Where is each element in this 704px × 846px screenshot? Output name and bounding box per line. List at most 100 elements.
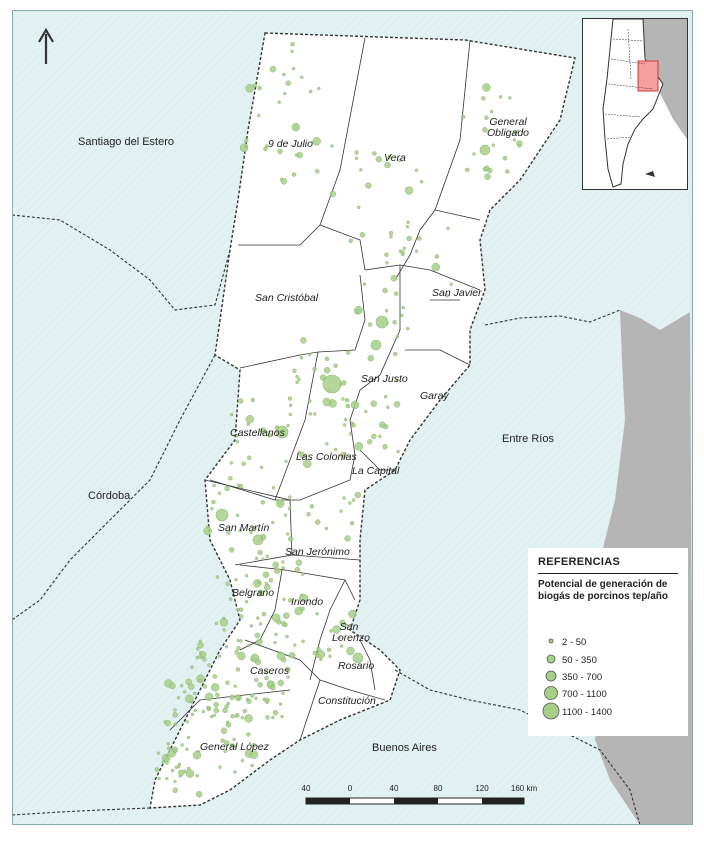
biogas-dot: [330, 144, 334, 148]
biogas-dot: [185, 694, 194, 704]
biogas-dot: [281, 565, 285, 570]
biogas-dot: [308, 89, 313, 94]
biogas-dot: [225, 581, 230, 587]
biogas-dot: [254, 696, 258, 701]
biogas-dot: [404, 186, 414, 195]
biogas-dot: [183, 690, 187, 694]
biogas-dot: [256, 616, 260, 620]
biogas-dot: [396, 449, 400, 454]
dept-vera: Vera: [384, 152, 406, 164]
biogas-dot: [247, 643, 251, 648]
dept-belgrano: Belgrano: [232, 587, 275, 599]
biogas-dot: [517, 144, 522, 148]
biogas-dot: [354, 491, 362, 499]
biogas-dot: [185, 769, 195, 778]
biogas-dot: [300, 337, 307, 344]
biogas-dot: [367, 354, 375, 362]
biogas-dot: [484, 115, 489, 120]
biogas-dot: [285, 666, 291, 673]
biogas-dot: [312, 137, 321, 146]
biogas-dot: [482, 167, 488, 172]
biogas-dot: [236, 638, 240, 643]
biogas-dot: [286, 423, 290, 428]
biogas-dot: [367, 322, 373, 327]
biogas-dot: [259, 427, 267, 434]
biogas-dot: [213, 701, 219, 708]
biogas-dot: [240, 758, 245, 763]
biogas-dot: [359, 232, 366, 238]
biogas-dot: [301, 639, 305, 644]
biogas-dot: [288, 652, 296, 659]
scale-tick-6: 160 km: [510, 784, 538, 793]
scale-tick-4: 80: [433, 784, 443, 793]
biogas-dot: [340, 452, 347, 459]
biogas-dot-large: [215, 508, 229, 522]
biogas-dot: [224, 485, 230, 492]
biogas-dot: [312, 366, 317, 372]
biogas-dot: [315, 168, 320, 174]
biogas-dot: [177, 762, 182, 767]
biogas-dot: [278, 702, 283, 706]
biogas-dot: [235, 713, 240, 718]
biogas-dot: [186, 766, 191, 771]
biogas-dot: [384, 161, 391, 169]
biogas-dot: [250, 653, 260, 663]
biogas-dot: [276, 651, 286, 661]
biogas-dot: [318, 657, 323, 662]
biogas-dot: [228, 547, 235, 553]
biogas-dot: [383, 394, 388, 399]
biogas-dot: [344, 398, 350, 403]
biogas-dot: [317, 86, 321, 91]
biogas-dot: [228, 476, 233, 481]
biogas-dot: [291, 122, 301, 132]
biogas-dot: [220, 727, 228, 735]
dept-san-cristobal: San Cristóbal: [255, 292, 319, 304]
biogas-dot: [235, 439, 239, 444]
biogas-dot: [257, 85, 262, 91]
region-cordoba: Córdoba: [88, 490, 131, 502]
biogas-dot: [215, 575, 220, 579]
biogas-dot: [156, 751, 161, 755]
biogas-dot: [195, 655, 199, 660]
inset-borders: [604, 28, 654, 140]
biogas-dot: [354, 442, 364, 451]
biogas-dots: [154, 41, 523, 798]
legend-label-1: 2 - 50: [562, 637, 587, 648]
biogas-dot: [234, 577, 238, 582]
biogas-dot: [329, 629, 333, 633]
biogas-dot: [395, 378, 399, 382]
biogas-dot: [370, 400, 377, 407]
biogas-dot: [326, 647, 332, 653]
biogas-dot: [348, 501, 352, 505]
biogas-dot: [295, 380, 299, 385]
biogas-dot: [504, 169, 510, 174]
biogas-dot: [219, 618, 229, 627]
biogas-dot: [395, 334, 400, 339]
biogas-dot: [419, 179, 424, 184]
biogas-dot: [242, 708, 248, 714]
biogas-dot: [202, 684, 207, 689]
biogas-dot: [260, 500, 266, 505]
biogas-dot: [233, 684, 237, 688]
biogas-dot: [389, 235, 393, 239]
biogas-dot: [236, 646, 241, 651]
biogas-dot: [257, 682, 263, 688]
biogas-dot: [232, 744, 236, 749]
biogas-dot: [314, 519, 321, 525]
biogas-dot: [195, 791, 203, 798]
biogas-dot: [372, 151, 377, 156]
biogas-dot: [246, 455, 252, 461]
legend-subtitle: Potencial de generación de biogás de por…: [538, 579, 669, 602]
dept-las-colonias: Las Colonias: [296, 451, 357, 463]
biogas-dot: [287, 396, 293, 401]
biogas-dot: [342, 423, 347, 427]
biogas-dot: [214, 621, 219, 626]
biogas-dot: [393, 401, 401, 408]
biogas-dot: [154, 767, 160, 772]
biogas-dot: [316, 646, 321, 652]
biogas-dot: [228, 597, 233, 601]
biogas-dot: [165, 776, 169, 781]
biogas-dot: [489, 109, 494, 114]
biogas-dot: [354, 156, 359, 160]
biogas-dot: [354, 150, 359, 155]
